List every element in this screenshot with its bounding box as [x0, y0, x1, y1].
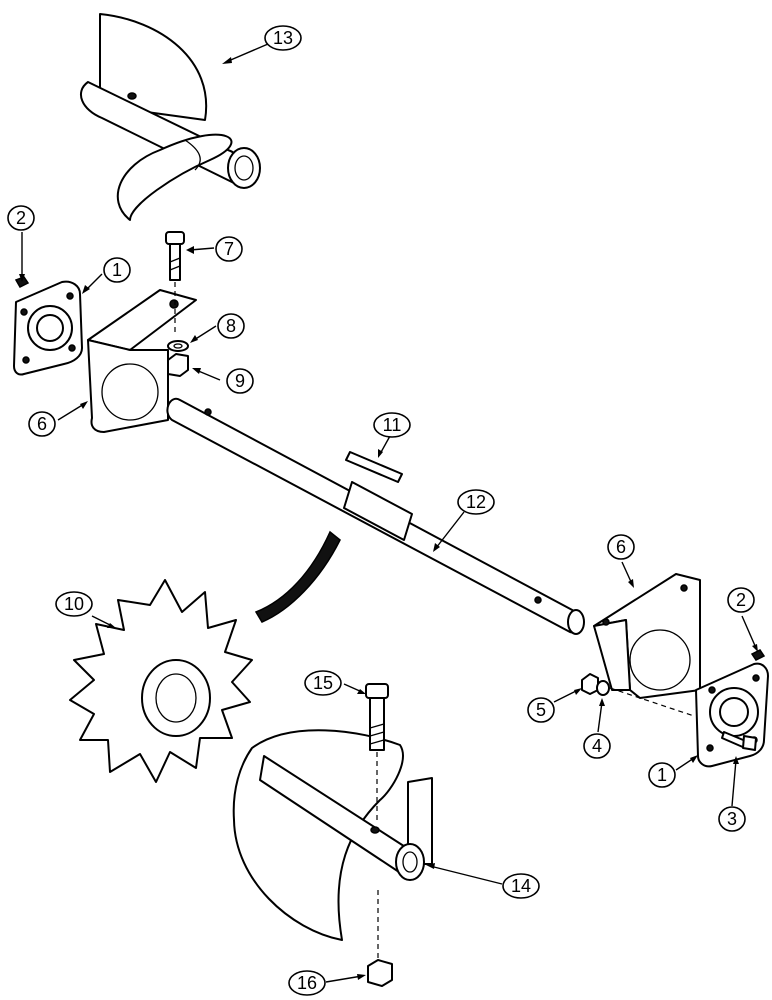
- callout-9-label: 9: [235, 371, 245, 391]
- hanger-bracket-right: [593, 573, 701, 699]
- callout-14-label: 14: [511, 876, 531, 896]
- bolt-15: [365, 683, 389, 958]
- grease-fitting-right: [750, 649, 766, 661]
- callout-6-left-label: 6: [37, 414, 47, 434]
- washer-8: [167, 340, 189, 352]
- callout-4-label: 4: [592, 736, 602, 756]
- callout-13-label: 13: [273, 28, 293, 48]
- assembly-arrow: [254, 530, 341, 623]
- callout-1-left: 1: [103, 257, 131, 283]
- callout-5: 5: [527, 697, 555, 723]
- key-11: [345, 451, 403, 483]
- callout-12-label: 12: [466, 492, 486, 512]
- callout-16: 16: [288, 970, 326, 996]
- callout-2-right-label: 2: [736, 590, 746, 610]
- sprocket-10: [69, 579, 253, 783]
- callout-3-label: 3: [727, 809, 737, 829]
- callout-1-right: 1: [648, 762, 676, 788]
- callout-5-label: 5: [536, 700, 546, 720]
- bearing-flange-right: [695, 662, 769, 768]
- callout-7-label: 7: [224, 239, 234, 259]
- callout-8-label: 8: [226, 316, 236, 336]
- callout-2-right: 2: [727, 587, 755, 613]
- bearing-flange-left: [13, 280, 83, 376]
- callout-10: 10: [55, 591, 93, 617]
- callout-3: 3: [718, 806, 746, 832]
- callout-11-label: 11: [383, 415, 402, 435]
- auger-section-14: [232, 729, 433, 941]
- bolt-7: [165, 231, 185, 336]
- callout-2-left: 2: [7, 205, 35, 231]
- callout-15: 15: [304, 670, 342, 696]
- callout-14: 14: [502, 873, 540, 899]
- shaft-12: [166, 397, 585, 635]
- callout-6-right: 6: [607, 534, 635, 560]
- callout-4: 4: [583, 733, 611, 759]
- washer-4: [596, 680, 610, 696]
- callout-11: 11: [373, 412, 411, 438]
- hanger-bracket-left: [87, 289, 197, 433]
- callout-15-label: 15: [313, 673, 333, 693]
- callout-13: 13: [264, 25, 302, 51]
- bolt-3: [721, 731, 757, 751]
- auger-section-13: [80, 13, 261, 221]
- callout-12: 12: [457, 489, 495, 515]
- callout-2-left-label: 2: [16, 208, 26, 228]
- callout-7: 7: [215, 236, 243, 262]
- callout-1-right-label: 1: [657, 765, 667, 785]
- callout-6-left: 6: [28, 411, 56, 437]
- nut-9: [167, 353, 189, 377]
- callout-16-label: 16: [297, 973, 317, 993]
- nut-16: [367, 959, 393, 987]
- nut-5: [581, 673, 599, 695]
- callout-8: 8: [217, 313, 245, 339]
- callout-1-left-label: 1: [112, 260, 122, 280]
- callout-6-right-label: 6: [616, 537, 626, 557]
- leader-lines: [19, 43, 758, 983]
- callout-9: 9: [226, 368, 254, 394]
- callout-10-label: 10: [64, 594, 84, 614]
